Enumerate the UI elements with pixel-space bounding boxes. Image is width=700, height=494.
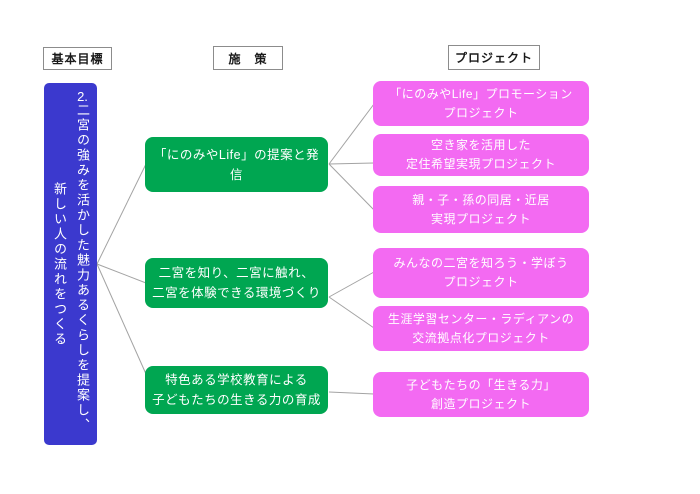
header-basic-goal: 基本目標	[43, 47, 112, 70]
header-measures: 施 策	[213, 46, 283, 70]
project-box-learn-ninomiya: みんなの二宮を知ろう・学ぼう プロジェクト	[373, 248, 589, 298]
project-box-life-promotion: 「にのみやLife」プロモーション プロジェクト	[373, 81, 589, 126]
measure-box-school-education: 特色ある学校教育による 子どもたちの生きる力の育成	[145, 366, 328, 414]
basic-goal-box: 2.二宮の強みを活かした魅力あるくらしを提案し、 新しい人の流れをつくる	[44, 83, 97, 445]
project-box-cohabitation: 親・子・孫の同居・近居 実現プロジェクト	[373, 186, 589, 233]
measure-box-ninomiya-life-proposal: 「にのみやLife」の提案と発信	[145, 137, 328, 192]
basic-goal-number: 2.	[77, 90, 88, 103]
project-box-ikiru-chikara: 子どもたちの「生きる力」 創造プロジェクト	[373, 372, 589, 417]
header-projects: プロジェクト	[448, 45, 540, 70]
basic-goal-text-line1: 2.二宮の強みを活かした魅力あるくらしを提案し、	[71, 90, 94, 438]
project-box-vacant-house: 空き家を活用した 定住希望実現プロジェクト	[373, 134, 589, 176]
project-box-radian-hub: 生涯学習センター・ラディアンの 交流拠点化プロジェクト	[373, 306, 589, 351]
basic-goal-line1-text: 二宮の強みを活かした魅力あるくらしを提案し、	[75, 103, 90, 433]
measure-box-experience-environment: 二宮を知り、二宮に触れ、 二宮を体験できる環境づくり	[145, 258, 328, 308]
basic-goal-text-line2: 新しい人の流れをつくる	[52, 181, 67, 347]
